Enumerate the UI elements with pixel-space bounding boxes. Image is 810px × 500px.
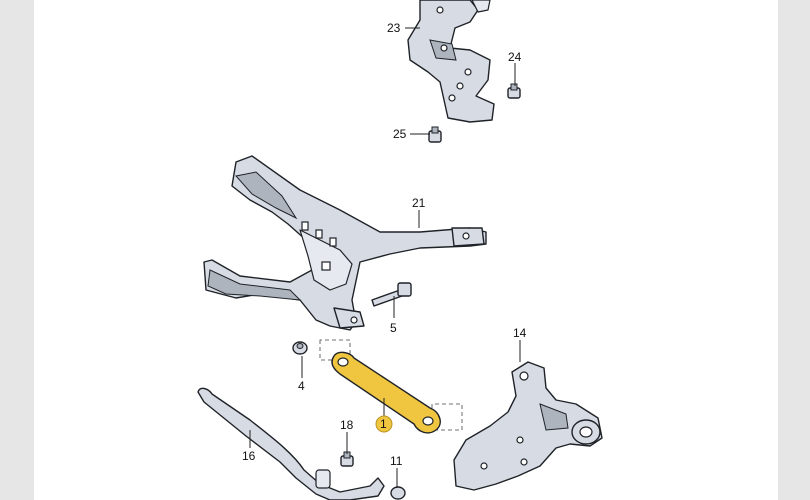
part-14-wheel-carrier [453,361,603,491]
part-11-nut [390,486,406,500]
callout-18: 18 [340,418,354,432]
part-24-bolt [507,83,521,99]
part-18-bolt [340,451,354,467]
callout-4: 4 [298,379,305,393]
part-5-bolt [371,282,412,307]
callout-11: 11 [390,454,403,468]
part-23-bracket [407,0,495,123]
part-1-lateral-link [331,351,441,434]
part-16-stabilizer-bar [197,387,385,500]
part-4-nut [292,341,308,355]
callout-24: 24 [508,50,522,64]
part-25-bolt [428,126,442,143]
callout-23: 23 [387,21,401,35]
callout-1: 1 [380,417,387,431]
callout-5: 5 [390,321,397,335]
callout-1-highlight: 1 [375,415,393,433]
callout-16: 16 [242,449,256,463]
part-21-subframe [203,155,487,331]
callout-14: 14 [513,326,527,340]
callout-21: 21 [412,196,426,210]
callout-25: 25 [393,127,407,141]
leader-lines [249,27,521,488]
